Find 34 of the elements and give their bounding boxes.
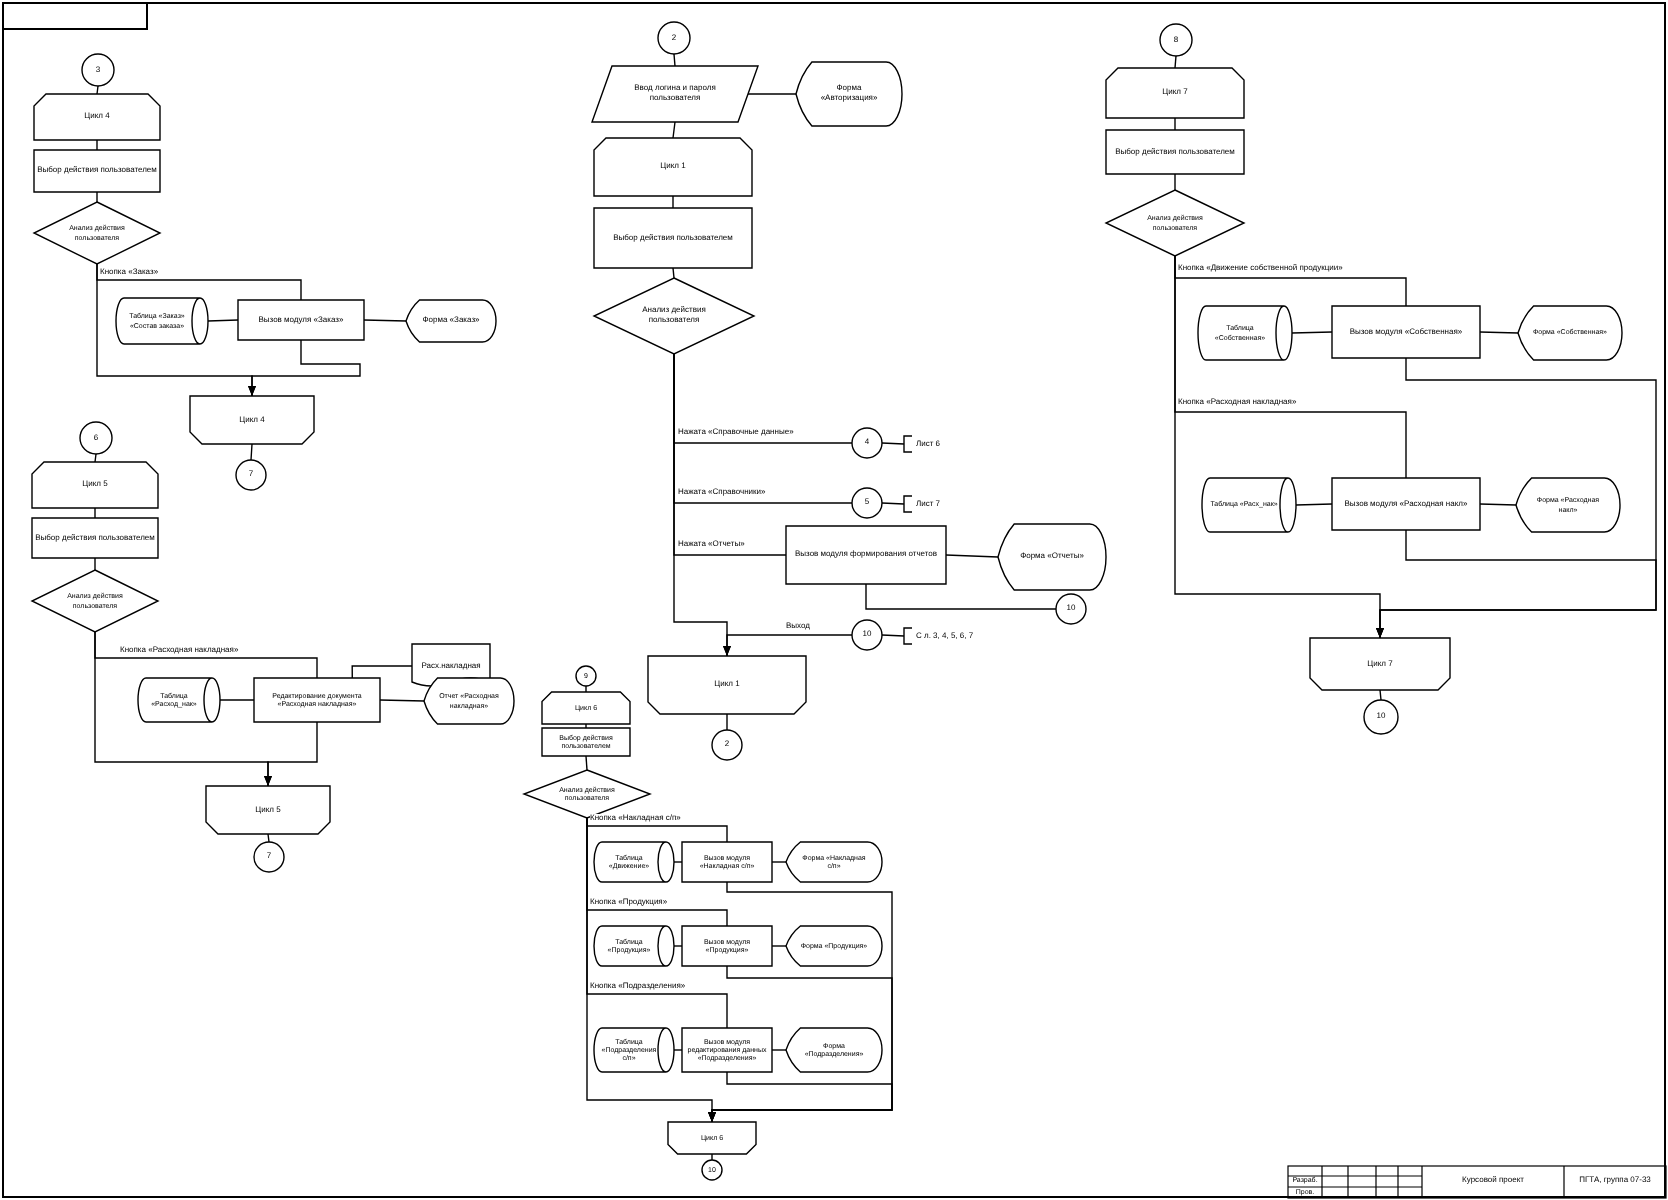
connector-line [1291,331,1333,334]
connector-line [1174,173,1176,191]
arrow [1174,255,1384,639]
connector-line [881,634,905,637]
arrow [586,817,716,1123]
connector-line [771,1049,787,1051]
connector-line [726,713,728,731]
connector-line [219,699,255,701]
connector-line [673,1049,683,1051]
connector-line [1174,117,1176,131]
arrow [94,631,272,787]
connector-line [672,195,674,209]
connector-line [945,554,999,558]
connector-line [771,861,787,863]
connector-line [96,139,98,151]
connector-line [1479,503,1517,506]
connector-line [881,502,905,505]
connector-line [96,191,98,203]
connector-line [747,93,797,95]
connector-line [207,319,239,322]
connector-line [351,665,413,679]
connector-line [94,557,96,571]
connector-line [379,699,425,702]
connector-line [94,507,96,519]
connector-line [363,319,407,322]
connector-line [881,442,905,445]
connector-line [771,945,787,947]
connector-line [1479,331,1519,334]
connector-line [673,861,683,863]
arrow [96,263,256,397]
connector-line [673,945,683,947]
connector-line [865,583,1057,610]
arrow [673,353,731,657]
connector-line [1295,503,1333,506]
